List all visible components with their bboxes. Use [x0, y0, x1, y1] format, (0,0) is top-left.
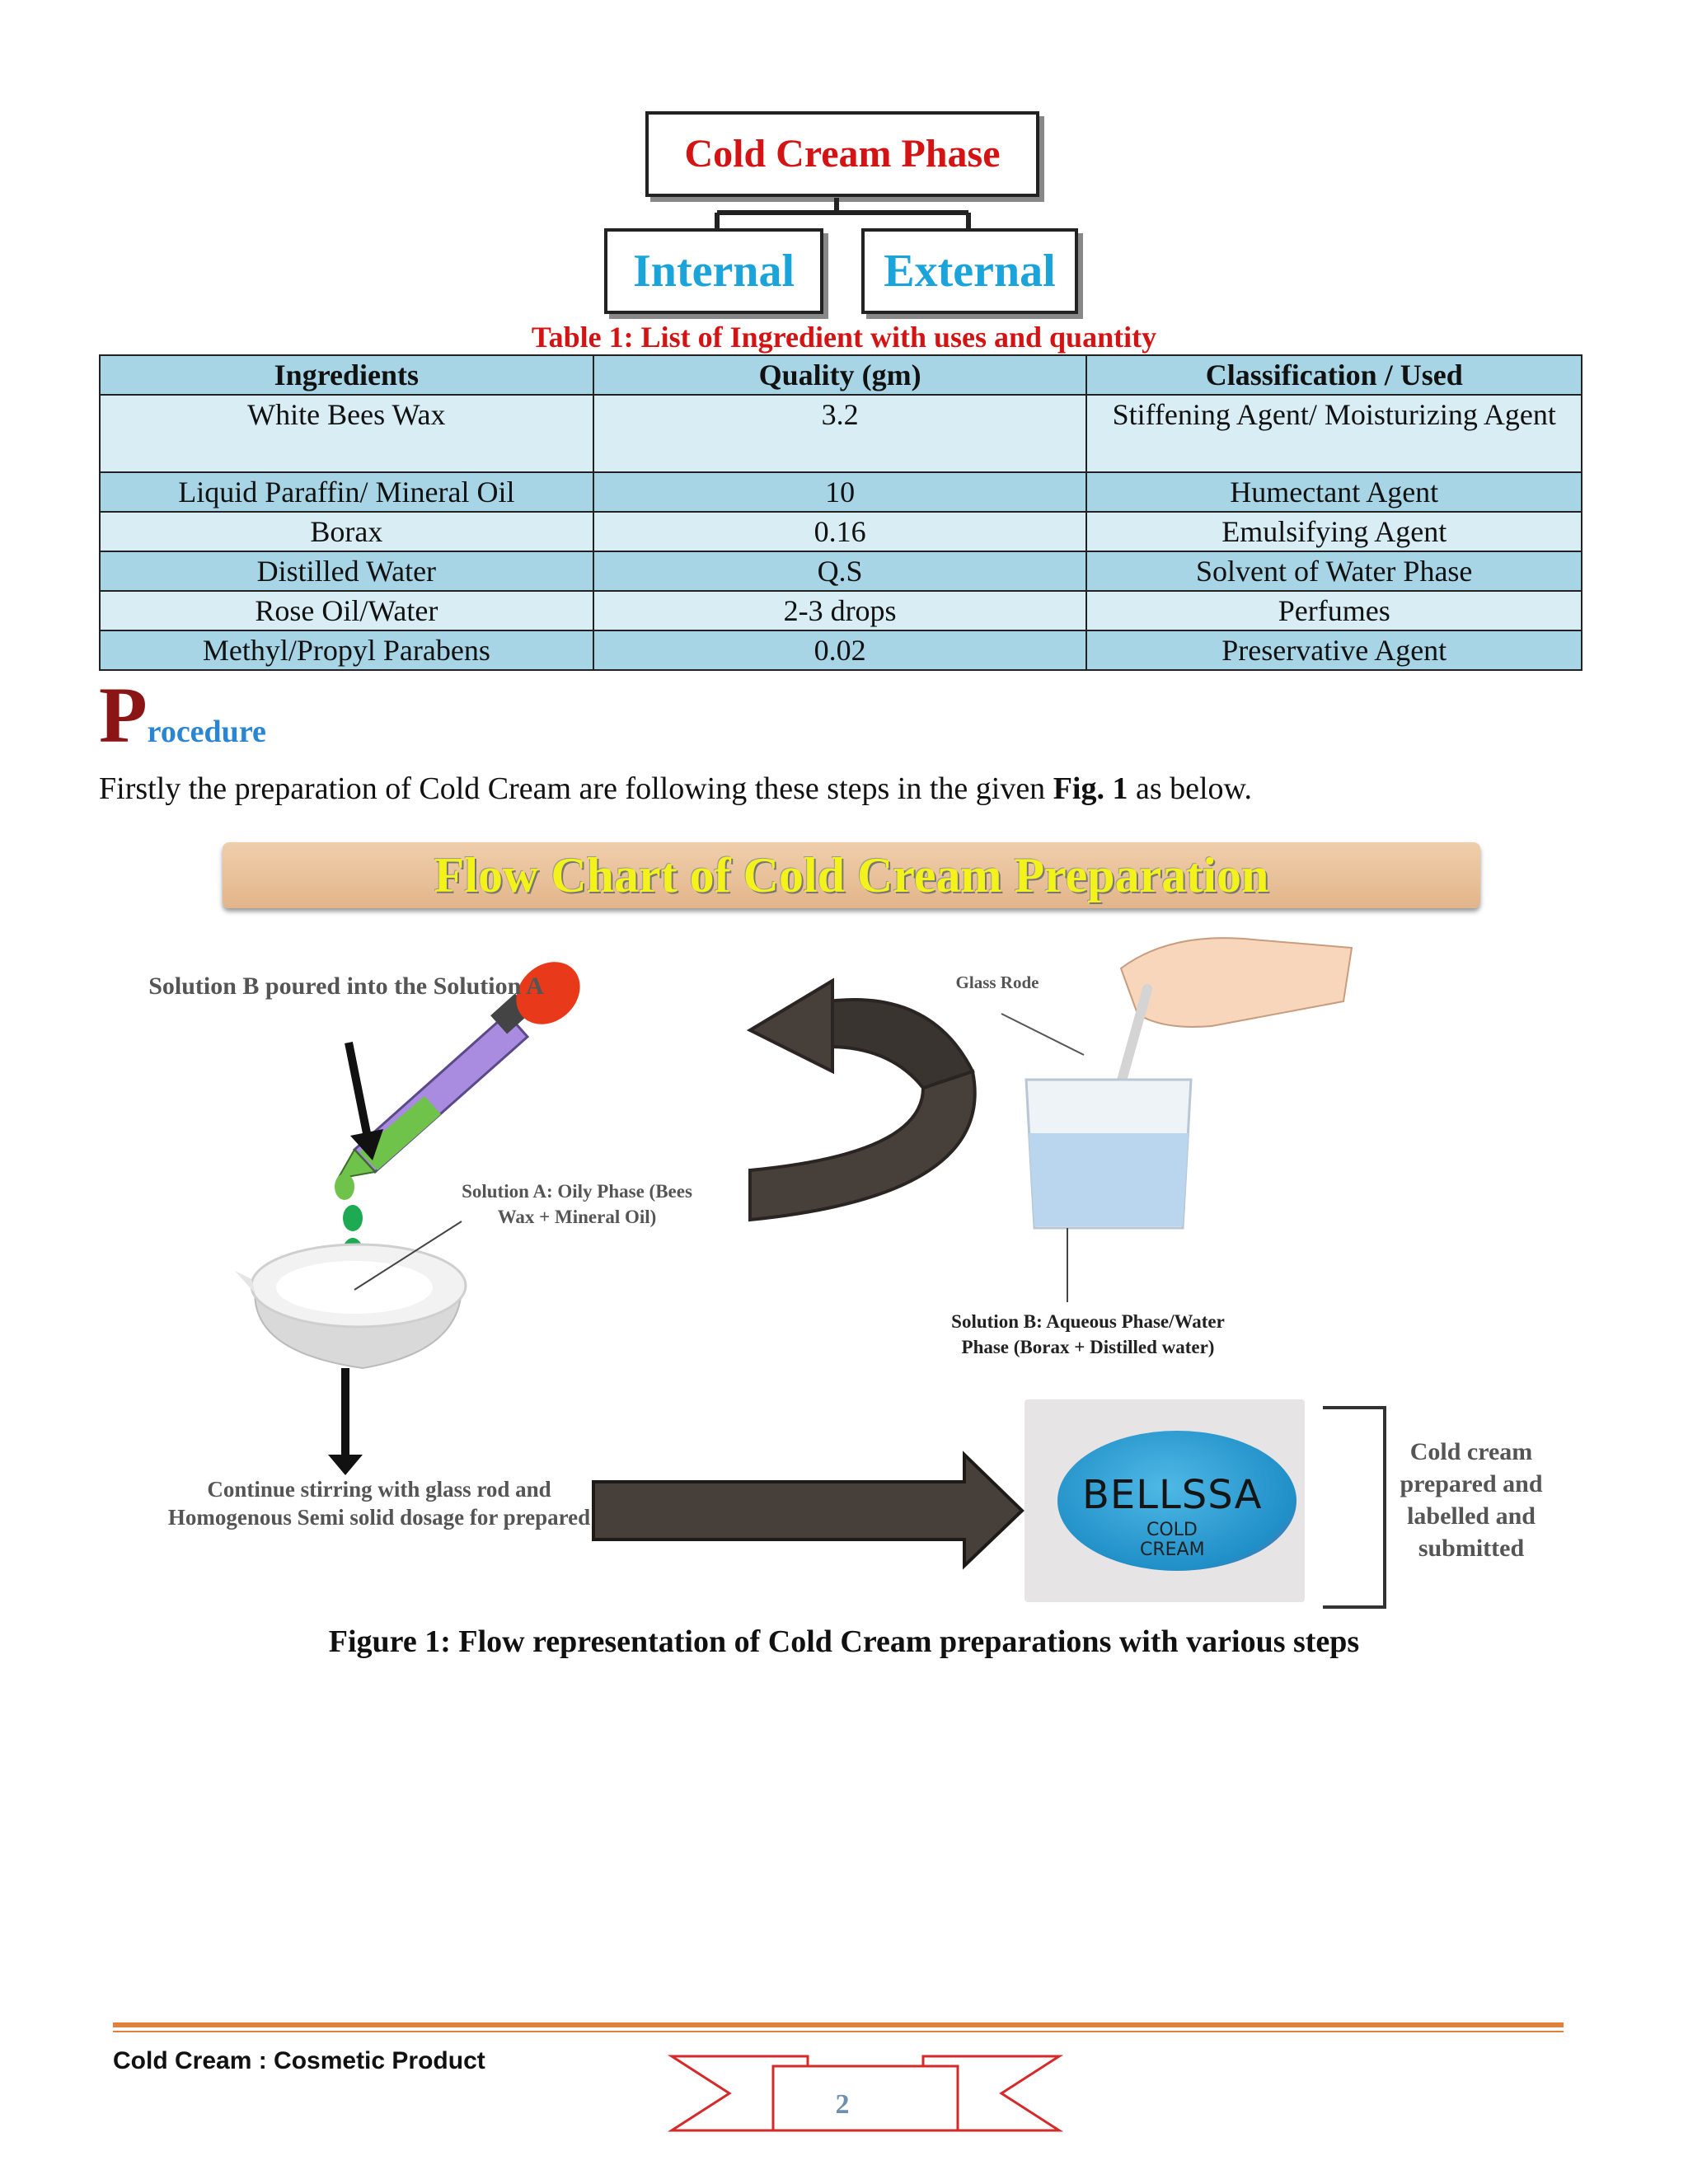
table-header-row: Ingredients Quality (gm) Classification …: [99, 354, 1582, 396]
ingredients-table: Ingredients Quality (gm) Classification …: [99, 354, 1582, 671]
label-solution-b: Solution B: Aqueous Phase/Water Phase (B…: [951, 1311, 1225, 1357]
label-glass-rode: Glass Rode: [955, 972, 1039, 992]
table-row: White Bees Wax 3.2 Stiffening Agent/ Moi…: [99, 394, 1582, 473]
table-cell: Humectant Agent: [1085, 471, 1582, 513]
down-arrow-icon: [328, 1368, 363, 1475]
figure-reference: Fig. 1: [1053, 771, 1128, 806]
dropper-icon: [336, 962, 580, 1180]
footer-rule: [113, 2022, 1564, 2027]
table-cell: Distilled Water: [99, 551, 594, 592]
jar-lid: [1057, 1431, 1296, 1571]
table-row: Methyl/Propyl Parabens 0.02 Preservative…: [99, 630, 1582, 671]
table-row: Rose Oil/Water 2-3 drops Perfumes: [99, 590, 1582, 631]
procedure-text-end: as below.: [1128, 771, 1253, 806]
label-continue-stirring: Continue stirring with glass rod and Hom…: [167, 1477, 591, 1530]
label-cold-cream-prepared: Cold cream prepared and labelled and sub…: [1400, 1438, 1543, 1562]
flow-chart-banner: Flow Chart of Cold Cream Preparation: [223, 842, 1480, 908]
curved-arrow-icon: [746, 977, 977, 1222]
flow-chart-title: Flow Chart of Cold Cream Preparation: [434, 847, 1269, 902]
phase-external: External: [861, 228, 1078, 314]
table-cell: Perfumes: [1085, 590, 1582, 631]
table-cell: Liquid Paraffin/ Mineral Oil: [99, 471, 594, 513]
table-cell: Borax: [99, 511, 594, 552]
label-solution-a: Solution A: Oily Phase (Bees Wax + Miner…: [462, 1181, 692, 1227]
table-caption: Table 1: List of Ingredient with uses an…: [531, 321, 1157, 354]
column-header: Classification / Used: [1085, 354, 1582, 396]
cold-cream-jar-photo: BELLSSA COLD CREAM: [1025, 1399, 1305, 1602]
table-cell: 2-3 drops: [592, 590, 1088, 631]
jar-text-line1: COLD: [1146, 1520, 1198, 1540]
phase-internal: Internal: [604, 228, 823, 314]
glass-rode-pointer-line: [1001, 1013, 1085, 1056]
flow-chart-illustration: [235, 937, 1386, 1609]
hand-icon: [1119, 937, 1353, 1028]
table-cell: 0.16: [592, 511, 1088, 552]
table-row: Liquid Paraffin/ Mineral Oil 10 Humectan…: [99, 471, 1582, 513]
table-cell: Methyl/Propyl Parabens: [99, 630, 594, 671]
jar-brand-text: BELLSSA: [1082, 1472, 1263, 1518]
table-cell: Preservative Agent: [1085, 630, 1582, 671]
figure-caption: Figure 1: Flow representation of Cold Cr…: [328, 1624, 1360, 1659]
column-header: Quality (gm): [592, 354, 1088, 396]
phase-diagram-connectors: [715, 198, 971, 228]
pointer-arrow-icon: [345, 1042, 383, 1160]
procedure-text: Firstly the preparation of Cold Cream ar…: [99, 771, 1252, 807]
footer-rule-thin: [113, 2031, 1564, 2032]
table-cell: Q.S: [592, 551, 1088, 592]
table-cell: White Bees Wax: [99, 394, 594, 473]
table-cell: Rose Oil/Water: [99, 590, 594, 631]
column-header: Ingredients: [99, 354, 594, 396]
table-cell: 0.02: [592, 630, 1088, 671]
table-cell: 10: [592, 471, 1088, 513]
procedure-heading-rest: rocedure: [147, 715, 266, 749]
bracket-line: [1323, 1406, 1386, 1609]
table-row: Borax 0.16 Emulsifying Agent: [99, 511, 1582, 552]
jar-text-line2: CREAM: [1140, 1540, 1205, 1560]
table-cell: Stiffening Agent/ Moisturizing Agent: [1085, 394, 1582, 473]
page-number: 2: [835, 2089, 850, 2120]
right-arrow-icon: [592, 1451, 1025, 1570]
label-solution-b-poured: Solution B poured into the Solution A: [148, 972, 544, 1000]
footer-text: Cold Cream : Cosmetic Product: [113, 2047, 485, 2074]
procedure-initial: P: [99, 671, 148, 759]
mixing-bowl-icon: [235, 1243, 467, 1370]
table-cell: Emulsifying Agent: [1085, 511, 1582, 552]
solution-a-pointer-line: [354, 1221, 462, 1291]
table-cell: 3.2: [592, 394, 1088, 473]
procedure-text-start: Firstly the preparation of Cold Cream ar…: [99, 771, 1053, 806]
beaker-icon: [1025, 1078, 1193, 1230]
table-row: Distilled Water Q.S Solvent of Water Pha…: [99, 551, 1582, 592]
table-cell: Solvent of Water Phase: [1085, 551, 1582, 592]
procedure-heading: Procedure: [99, 676, 266, 755]
phase-diagram-title: Cold Cream Phase: [645, 111, 1039, 197]
page-number-ribbon-icon: [668, 2055, 1063, 2132]
